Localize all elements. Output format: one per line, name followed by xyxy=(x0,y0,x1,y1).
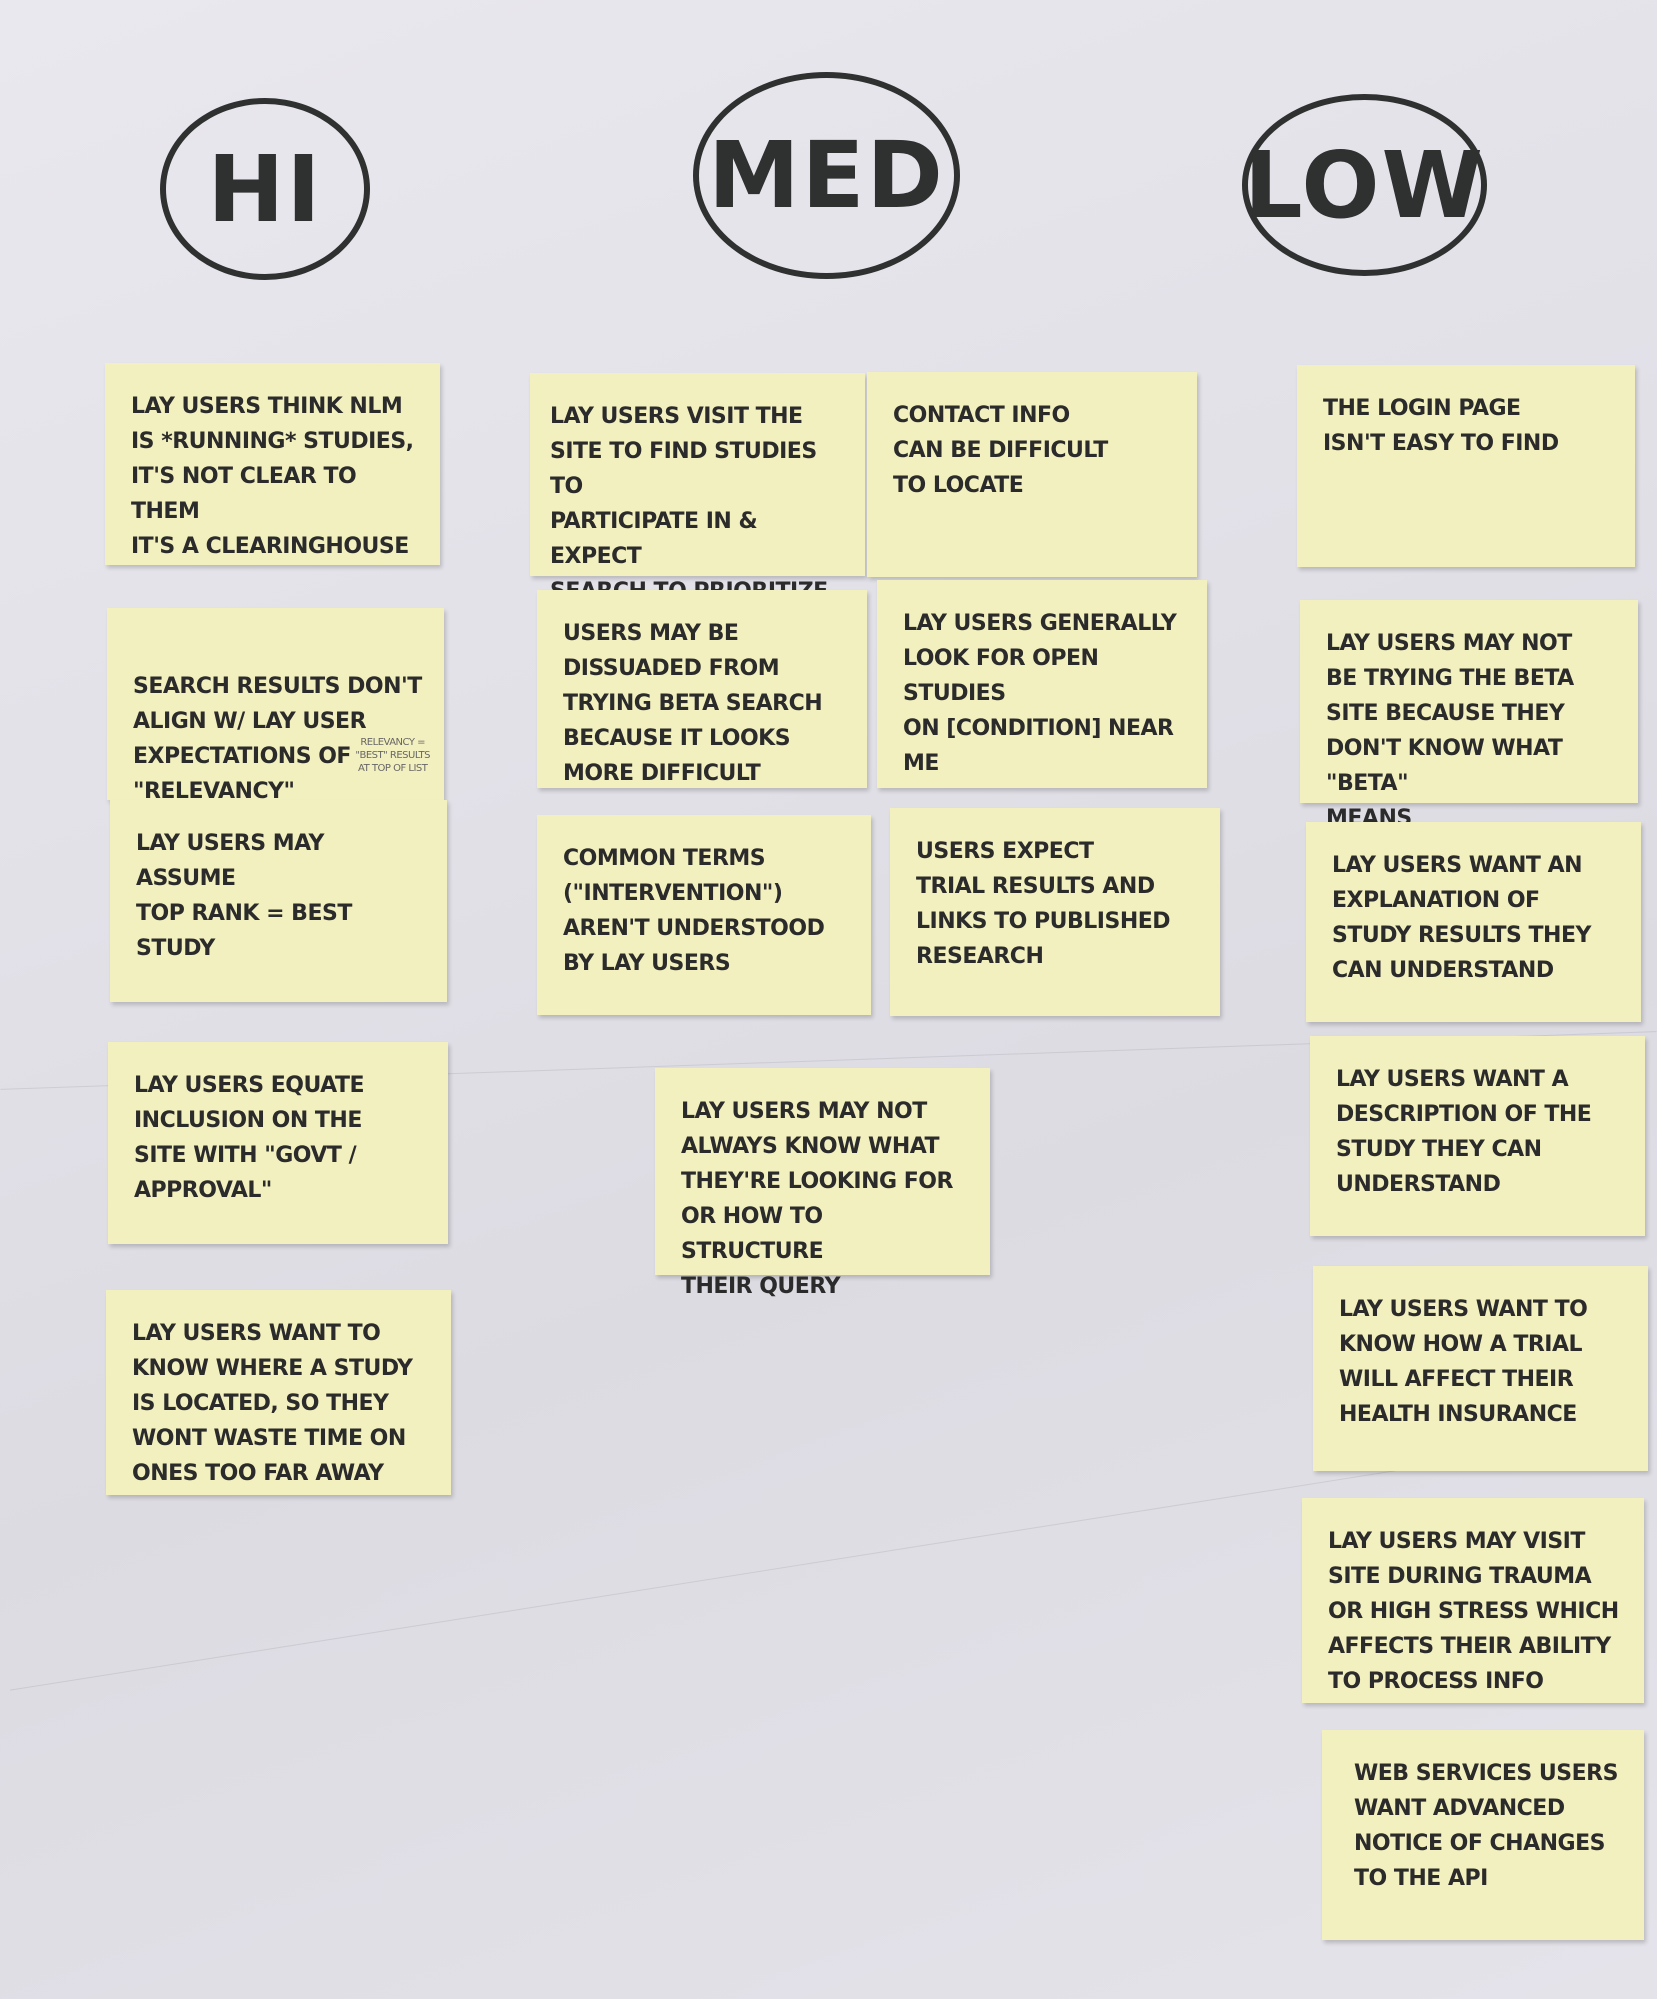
sticky-note-med-7: Lay users may not always know what they'… xyxy=(655,1068,990,1299)
sticky-note-med-5: Common terms ("intervention") aren't und… xyxy=(537,815,871,1015)
sticky-note-low-4: Lay users want a description of the stud… xyxy=(1310,1036,1645,1236)
sticky-note-low-7: Web services users want advanced notice … xyxy=(1322,1730,1644,1940)
sticky-note-med-4: Lay users generally look for open studie… xyxy=(877,580,1207,788)
sticky-note-med-1: Lay users visit the site to find studies… xyxy=(530,373,865,639)
sticky-note-med-3: Users may be dissuaded from trying beta … xyxy=(537,590,867,788)
sticky-note-low-3: Lay users want an explanation of study r… xyxy=(1306,822,1641,1022)
side-annotation: Relevancy = "Best" results at top of lis… xyxy=(355,737,430,774)
sticky-note-low-1: The login page isn't easy to find xyxy=(1297,365,1635,567)
header-hi: HI xyxy=(160,98,370,280)
sticky-note-med-2: Contact info can be difficult to locate xyxy=(867,372,1197,577)
sticky-note-hi-3: Lay users may assume top rank = best stu… xyxy=(110,800,447,1002)
sticky-note-hi-4: Lay users equate inclusion on the site w… xyxy=(108,1042,448,1244)
sticky-note-low-6: Lay users may visit site during trauma o… xyxy=(1302,1498,1644,1703)
sticky-note-low-2: Lay users may not be trying the beta sit… xyxy=(1300,600,1638,831)
header-low: LOW xyxy=(1242,94,1487,276)
sticky-note-hi-5: Lay users want to know where a study is … xyxy=(106,1290,451,1495)
sticky-note-med-6: Users expect trial results and links to … xyxy=(890,808,1220,1016)
sticky-note-hi-2: Search results don't align w/ lay user e… xyxy=(107,608,444,804)
sticky-note-hi-1: Lay users think NLM is *running* studies… xyxy=(105,363,440,565)
sticky-note-low-5: Lay users want to know how a trial will … xyxy=(1313,1266,1648,1471)
header-med: MED xyxy=(693,72,960,279)
note-text: Search results don't align w/ lay user e… xyxy=(133,674,422,804)
